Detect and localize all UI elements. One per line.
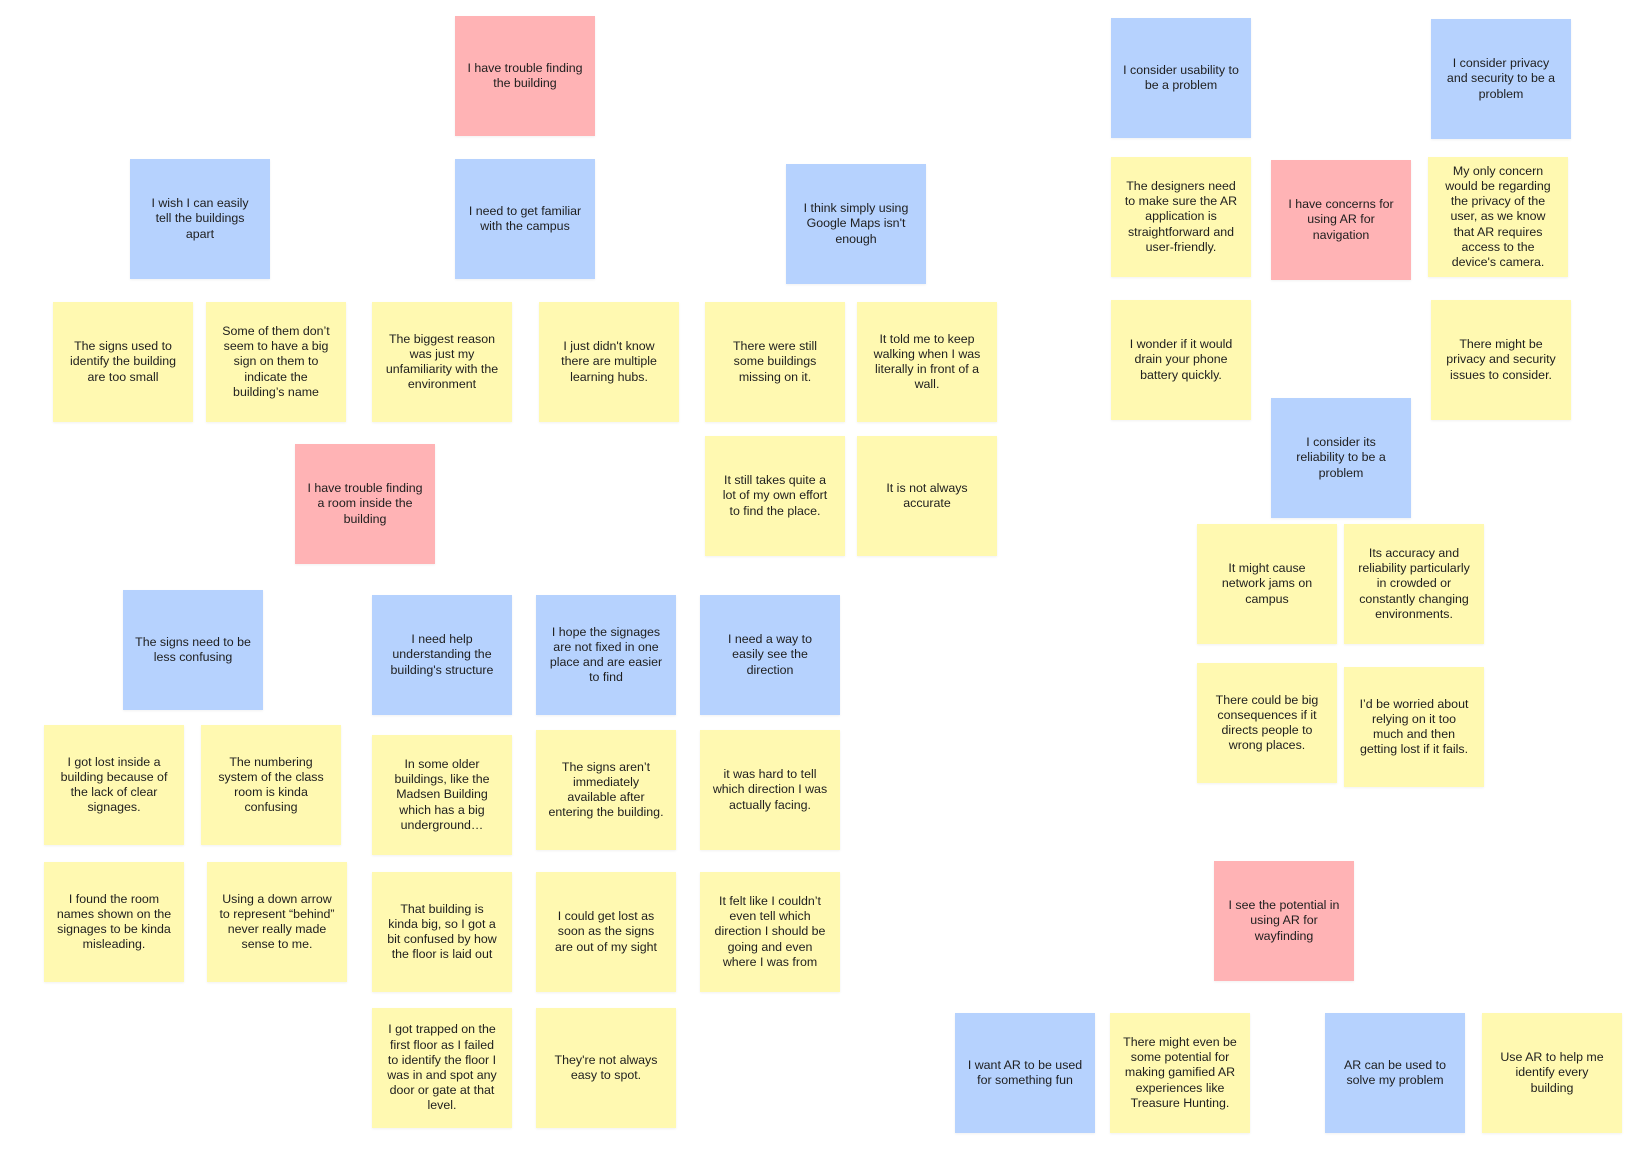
sticky-note-accuracy-reliability[interactable]: Its accuracy and reliability particularl… bbox=[1344, 524, 1484, 644]
sticky-note-concerns-ar-navigation[interactable]: I have concerns for using AR for navigat… bbox=[1271, 160, 1411, 280]
sticky-note-signs-too-small[interactable]: The signs used to identify the building … bbox=[53, 302, 193, 422]
sticky-note-text: The signs need to be less confusing bbox=[135, 634, 251, 664]
sticky-note-tell-buildings-apart[interactable]: I wish I can easily tell the buildings a… bbox=[130, 159, 270, 279]
sticky-note-floor-layout[interactable]: That building is kinda big, so I got a b… bbox=[372, 872, 512, 992]
sticky-note-usability-problem[interactable]: I consider usability to be a problem bbox=[1111, 18, 1251, 138]
sticky-note-unfamiliarity[interactable]: The biggest reason was just my unfamilia… bbox=[372, 302, 512, 422]
sticky-note-text: I consider privacy and security to be a … bbox=[1446, 56, 1556, 101]
sticky-note-text: There might be privacy and security issu… bbox=[1446, 337, 1556, 382]
sticky-note-text: It felt like I couldn’t even tell which … bbox=[714, 893, 826, 969]
sticky-note-see-direction[interactable]: I need a way to easily see the direction bbox=[700, 595, 840, 715]
sticky-note-text: There might even be some potential for m… bbox=[1123, 1034, 1237, 1110]
sticky-note-text: I consider its reliability to be a probl… bbox=[1296, 435, 1386, 480]
sticky-note-text: The signs aren’t immediately available a… bbox=[548, 759, 664, 820]
sticky-note-reliability-problem[interactable]: I consider its reliability to be a probl… bbox=[1271, 398, 1411, 518]
sticky-note-trouble-finding-building[interactable]: I have trouble finding the building bbox=[455, 16, 595, 136]
sticky-note-signages-not-fixed[interactable]: I hope the signages are not fixed in one… bbox=[536, 595, 676, 715]
sticky-note-text: Some of them don’t seem to have a big si… bbox=[222, 323, 330, 399]
sticky-note-not-easy-to-spot[interactable]: They're not always easy to spot. bbox=[536, 1008, 676, 1128]
sticky-note-text: I’d be worried about relying on it too m… bbox=[1359, 696, 1469, 757]
sticky-note-signs-less-confusing[interactable]: The signs need to be less confusing bbox=[123, 590, 263, 710]
sticky-note-text: I found the room names shown on the sign… bbox=[56, 891, 172, 952]
sticky-note-text: Using a down arrow to represent “behind”… bbox=[219, 891, 335, 952]
sticky-note-text: There were still some buildings missing … bbox=[732, 339, 817, 384]
sticky-note-text: I just didn't know there are multiple le… bbox=[561, 339, 657, 384]
sticky-note-text: AR can be used to solve my problem bbox=[1344, 1057, 1446, 1087]
sticky-note-lack-of-signages[interactable]: I got lost inside a building because of … bbox=[44, 725, 184, 845]
sticky-note-signs-not-available[interactable]: The signs aren’t immediately available a… bbox=[536, 730, 676, 850]
sticky-note-which-direction[interactable]: It felt like I couldn’t even tell which … bbox=[700, 872, 840, 992]
sticky-note-text: I have trouble finding the building bbox=[467, 60, 583, 90]
sticky-note-trouble-finding-room[interactable]: I have trouble finding a room inside the… bbox=[295, 444, 435, 564]
sticky-note-text: I think simply using Google Maps isn't e… bbox=[803, 201, 909, 246]
sticky-note-text: It still takes quite a lot of my own eff… bbox=[722, 473, 828, 518]
sticky-note-text: I got lost inside a building because of … bbox=[60, 754, 168, 815]
sticky-note-user-friendly[interactable]: The designers need to make sure the AR a… bbox=[1111, 157, 1251, 277]
sticky-note-text: I have concerns for using AR for navigat… bbox=[1288, 197, 1394, 242]
sticky-note-signs-out-of-sight[interactable]: I could get lost as soon as the signs ar… bbox=[536, 872, 676, 992]
sticky-note-text: I consider usability to be a problem bbox=[1123, 62, 1239, 92]
sticky-note-battery-drain[interactable]: I wonder if it would drain your phone ba… bbox=[1111, 300, 1251, 420]
sticky-note-text: The designers need to make sure the AR a… bbox=[1124, 178, 1238, 254]
sticky-note-identify-every-building[interactable]: Use AR to help me identify every buildin… bbox=[1482, 1013, 1622, 1133]
sticky-note-text: It is not always accurate bbox=[886, 480, 968, 510]
sticky-note-trapped-first-floor[interactable]: I got trapped on the first floor as I fa… bbox=[372, 1008, 512, 1128]
sticky-note-text: In some older buildings, like the Madsen… bbox=[394, 756, 490, 832]
sticky-note-text: I hope the signages are not fixed in one… bbox=[549, 624, 663, 685]
sticky-note-text: I could get lost as soon as the signs ar… bbox=[555, 909, 657, 954]
sticky-note-text: There could be big consequences if it di… bbox=[1215, 692, 1319, 753]
sticky-note-own-effort[interactable]: It still takes quite a lot of my own eff… bbox=[705, 436, 845, 556]
sticky-note-text: I need a way to easily see the direction bbox=[727, 632, 813, 677]
sticky-note-text: I got trapped on the first floor as I fa… bbox=[387, 1022, 497, 1113]
sticky-note-relying-too-much[interactable]: I’d be worried about relying on it too m… bbox=[1344, 667, 1484, 787]
sticky-note-text: The numbering system of the class room i… bbox=[218, 754, 324, 815]
sticky-note-text: The biggest reason was just my unfamilia… bbox=[385, 331, 499, 392]
sticky-note-text: That building is kinda big, so I got a b… bbox=[387, 901, 497, 962]
sticky-note-camera-privacy[interactable]: My only concern would be regarding the p… bbox=[1428, 157, 1568, 277]
sticky-note-no-big-sign[interactable]: Some of them don’t seem to have a big si… bbox=[206, 302, 346, 422]
sticky-note-text: It might cause network jams on campus bbox=[1221, 561, 1313, 606]
sticky-note-text: My only concern would be regarding the p… bbox=[1445, 163, 1551, 269]
sticky-note-buildings-missing[interactable]: There were still some buildings missing … bbox=[705, 302, 845, 422]
sticky-note-not-accurate[interactable]: It is not always accurate bbox=[857, 436, 997, 556]
sticky-note-text: Its accuracy and reliability particularl… bbox=[1358, 545, 1470, 621]
sticky-note-building-structure[interactable]: I need help understanding the building's… bbox=[372, 595, 512, 715]
sticky-note-google-maps-not-enough[interactable]: I think simply using Google Maps isn't e… bbox=[786, 164, 926, 284]
sticky-note-down-arrow[interactable]: Using a down arrow to represent “behind”… bbox=[207, 862, 347, 982]
sticky-note-privacy-security-problem[interactable]: I consider privacy and security to be a … bbox=[1431, 19, 1571, 139]
sticky-note-madsen-building[interactable]: In some older buildings, like the Madsen… bbox=[372, 735, 512, 855]
sticky-note-text: It told me to keep walking when I was li… bbox=[873, 331, 981, 392]
sticky-note-ar-solve-problem[interactable]: AR can be used to solve my problem bbox=[1325, 1013, 1465, 1133]
sticky-note-text: The signs used to identify the building … bbox=[69, 339, 177, 384]
sticky-note-potential-ar-wayfinding[interactable]: I see the potential in using AR for wayf… bbox=[1214, 861, 1354, 981]
sticky-note-privacy-issues[interactable]: There might be privacy and security issu… bbox=[1431, 300, 1571, 420]
sticky-note-text: it was hard to tell which direction I wa… bbox=[712, 767, 828, 812]
sticky-note-text: I need help understanding the building's… bbox=[390, 632, 494, 677]
sticky-note-text: Use AR to help me identify every buildin… bbox=[1500, 1050, 1604, 1095]
sticky-note-direction-facing[interactable]: it was hard to tell which direction I wa… bbox=[700, 730, 840, 850]
sticky-note-text: I wonder if it would drain your phone ba… bbox=[1129, 337, 1233, 382]
sticky-note-walk-into-wall[interactable]: It told me to keep walking when I was li… bbox=[857, 302, 997, 422]
sticky-note-numbering-confusing[interactable]: The numbering system of the class room i… bbox=[201, 725, 341, 845]
sticky-note-text: I want AR to be used for something fun bbox=[967, 1057, 1083, 1087]
sticky-note-gamified-ar[interactable]: There might even be some potential for m… bbox=[1110, 1013, 1250, 1133]
sticky-note-familiar-with-campus[interactable]: I need to get familiar with the campus bbox=[455, 159, 595, 279]
sticky-note-text: I see the potential in using AR for wayf… bbox=[1228, 898, 1340, 943]
sticky-note-learning-hubs[interactable]: I just didn't know there are multiple le… bbox=[539, 302, 679, 422]
sticky-note-text: I have trouble finding a room inside the… bbox=[307, 481, 423, 526]
sticky-note-text: I wish I can easily tell the buildings a… bbox=[151, 196, 249, 241]
sticky-note-big-consequences[interactable]: There could be big consequences if it di… bbox=[1197, 663, 1337, 783]
sticky-note-room-names-misleading[interactable]: I found the room names shown on the sign… bbox=[44, 862, 184, 982]
sticky-note-ar-for-fun[interactable]: I want AR to be used for something fun bbox=[955, 1013, 1095, 1133]
sticky-note-text: They're not always easy to spot. bbox=[554, 1052, 658, 1082]
sticky-note-network-jams[interactable]: It might cause network jams on campus bbox=[1197, 524, 1337, 644]
sticky-note-text: I need to get familiar with the campus bbox=[468, 203, 582, 233]
